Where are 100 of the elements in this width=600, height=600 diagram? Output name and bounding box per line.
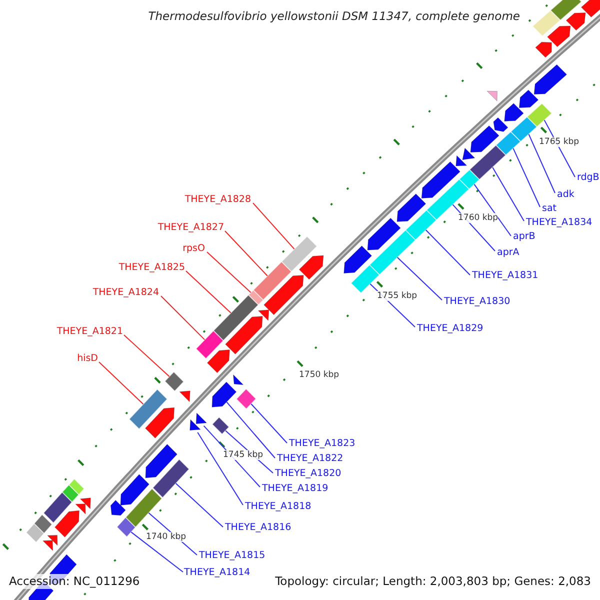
gene-label: THEYE_A1827	[158, 222, 224, 233]
gene-block	[264, 274, 304, 316]
gene-block	[75, 504, 86, 514]
gene-label: THEYE_A1828	[184, 194, 251, 205]
gene-block	[470, 125, 500, 153]
leader-line	[250, 403, 288, 444]
gene-bar	[350, 264, 380, 294]
gene-block	[367, 218, 401, 250]
gene-block	[534, 64, 567, 95]
gene-block	[145, 407, 175, 438]
gene-label: THEYE_A1823	[289, 438, 356, 449]
gene-bar	[42, 492, 73, 524]
gene-block	[54, 510, 80, 538]
gene-label: adk	[557, 189, 574, 200]
gene-block	[456, 155, 467, 166]
gene-bar	[116, 516, 136, 538]
gene-label: hisD	[77, 353, 98, 364]
accession-label: Accession: NC_011296	[8, 574, 141, 589]
leader-line	[512, 148, 540, 208]
gene-label: rdgB	[577, 172, 600, 183]
gene-bar	[212, 416, 230, 435]
gene-block	[190, 419, 201, 431]
gene-block	[207, 350, 230, 374]
gene-block	[212, 382, 237, 408]
gene-bar	[248, 290, 264, 306]
scale-label: 1760 kbp	[458, 213, 498, 223]
leader-line	[226, 401, 276, 458]
leader-line	[252, 202, 295, 250]
gene-label: aprA	[497, 247, 520, 258]
gene-label: THEYE_A1815	[199, 550, 266, 561]
leader-line	[396, 256, 442, 300]
gene-bar	[526, 102, 552, 128]
gene-bar	[34, 514, 53, 534]
gene-bar	[532, 10, 561, 37]
gene-block	[233, 374, 244, 385]
gene-bar	[152, 458, 190, 498]
gene-block	[535, 42, 552, 58]
gene-bar	[495, 131, 522, 156]
gene-block	[225, 316, 263, 354]
gene-block	[145, 444, 178, 478]
scale-label: 1755 kbp	[377, 291, 418, 301]
gene-block	[179, 390, 190, 402]
gene-bar	[550, 0, 582, 21]
gene-block	[566, 12, 586, 31]
leader-line	[130, 532, 184, 572]
gene-bar	[68, 478, 85, 496]
gene-bar	[468, 144, 506, 180]
leader-line	[197, 432, 244, 506]
leader-line	[98, 362, 144, 405]
gene-bar	[368, 230, 416, 276]
leader-line	[206, 252, 252, 294]
gene-bar	[236, 388, 257, 410]
gene-label: THEYE_A1821	[56, 326, 123, 337]
gene-label: rpsO	[182, 243, 205, 254]
gene-block	[258, 310, 270, 321]
gene-block	[396, 194, 426, 222]
scale-label: 1765 kbp	[539, 137, 580, 147]
gene-block	[421, 161, 460, 198]
gene-label: sat	[542, 203, 556, 214]
gene-block	[504, 103, 524, 122]
gene-block	[196, 412, 207, 424]
gene-bar	[510, 116, 538, 142]
leader-line	[425, 230, 470, 276]
gene-label: THEYE_A1816	[225, 522, 292, 533]
gene-label: THEYE_A1834	[526, 217, 592, 228]
scale-label: 1740 kbp	[146, 532, 186, 542]
gene-label: THEYE_A1822	[277, 453, 344, 464]
gene-bar	[164, 371, 184, 392]
gene-block	[298, 255, 324, 280]
gene-label: THEYE_A1829	[417, 323, 484, 334]
leader-line	[160, 296, 206, 340]
gene-block	[344, 246, 372, 274]
leader-line	[492, 166, 524, 222]
scale-label: 1745 kbp	[223, 450, 264, 460]
gene-bar	[62, 484, 80, 503]
gene-label: THEYE_A1824	[92, 287, 159, 298]
diagram-title: Thermodesulfovibrio yellowstonii DSM 11347, complete genome	[148, 9, 520, 24]
gene-block	[120, 474, 150, 506]
gene-block	[547, 26, 571, 48]
leader-line	[124, 334, 170, 377]
gene-block	[462, 148, 476, 160]
genome-info-text: Topology: circular; Length: 2,003,803 bp; Genes: 2,083	[274, 574, 592, 589]
gene-label: THEYE_A1814	[184, 567, 250, 578]
gene-label: THEYE_A1818	[245, 501, 312, 512]
gene-block	[486, 90, 498, 102]
leader-line	[186, 270, 232, 314]
gene-bar	[128, 388, 168, 430]
gene-bar	[252, 261, 292, 301]
gene-label: THEYE_A1819	[262, 483, 328, 494]
leader-line	[224, 230, 268, 276]
leader-line	[175, 482, 224, 528]
gene-label: THEYE_A1825	[118, 262, 185, 273]
scale-label: 1750 kbp	[299, 370, 340, 380]
gene-bar	[458, 169, 480, 190]
gene-label: THEYE_A1830	[444, 296, 510, 307]
gene-bar	[212, 294, 259, 342]
gene-block	[47, 534, 58, 546]
gene-block	[581, 0, 600, 18]
gene-bar	[195, 330, 224, 360]
gene-label: THEYE_A1820	[275, 468, 342, 479]
